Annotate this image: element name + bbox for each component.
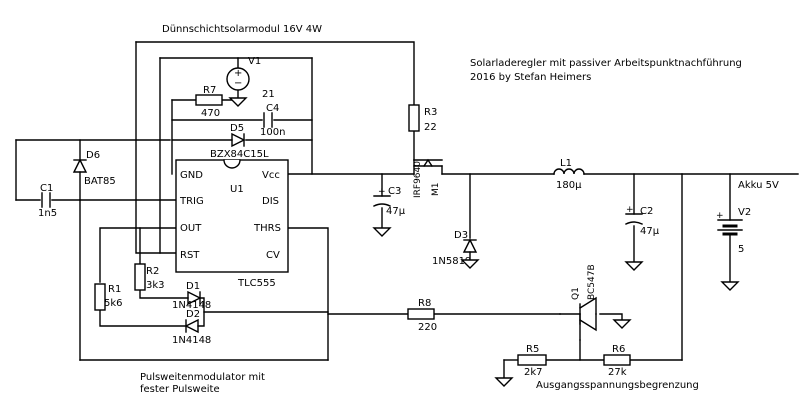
diode-d6: D6 BAT85 [72,150,116,187]
svg-text:+: + [716,211,724,221]
resistor-r1: R1 5k6 [94,283,123,311]
c4-value: 100n [260,127,285,138]
ic-part: TLC555 [237,278,276,289]
c4-ref: C4 [266,103,279,114]
pin-cv: CV [266,250,280,261]
v2-ref: V2 [738,207,751,218]
c2-ref: C2 [640,206,653,217]
d1-value: 1N4148 [172,300,211,311]
d1-ref: D1 [186,281,200,292]
battery-v2: + V2 5 Akku 5V [716,180,779,291]
r8-ref: R8 [418,298,431,309]
c1-ref: C1 [40,183,53,194]
svg-text:+: + [626,205,634,215]
pin-vcc: Vcc [262,170,280,181]
r6-ref: R6 [612,344,625,355]
caption-bottom-1: Pulsweitenmodulator mit [140,372,265,383]
v1-ref: V1 [248,56,261,67]
r5-value: 2k7 [524,367,543,378]
source-v1: + − V1 21 [226,56,275,107]
r3-value: 22 [424,122,437,133]
r1-ref: R1 [108,284,121,295]
svg-text:+: + [378,187,386,197]
r8-value: 220 [418,322,437,333]
caption-output-limit: Ausgangsspannungsbegrenzung [536,380,699,391]
d3-value: 1N5819 [432,256,471,267]
d6-value: BAT85 [84,176,116,187]
inductor-l1: L1 180µ [553,158,585,191]
v2-value: 5 [738,244,744,255]
resistor-r8: R8 220 [407,298,437,333]
pin-thrs: THRS [253,223,281,234]
q1-ref: Q1 [571,287,581,300]
diode-d1: D1 1N4148 [172,281,211,311]
resistor-r5: R5 2k7 [494,344,547,387]
d3-ref: D3 [454,230,468,241]
r2-value: 3k3 [146,280,165,291]
l1-ref: L1 [560,158,572,169]
r1-value: 5k6 [104,298,123,309]
c3-value: 47µ [386,206,406,217]
m1-ref: M1 [431,183,441,197]
r7-ref: R7 [203,85,216,96]
pin-out: OUT [180,223,202,234]
resistor-r6: R6 27k [603,344,631,378]
d2-ref: D2 [186,309,200,320]
capacitor-c3: + C3 47µ [372,186,406,237]
c1-value: 1n5 [38,208,57,219]
wires [15,41,799,379]
r5-ref: R5 [526,344,539,355]
pin-rst: RST [180,250,200,261]
diode-d3: D3 1N5819 [432,230,480,269]
capacitor-c2: + C2 47µ [624,205,660,271]
q1-value: BC547B [587,264,597,300]
title-right-2: 2016 by Stefan Heimers [470,72,591,83]
m1-value: IRF9640 [413,161,423,198]
title-right-1: Solarladeregler mit passiver Arbeitspunk… [470,58,742,69]
capacitor-c1: C1 1n5 [38,183,57,219]
c3-ref: C3 [388,186,401,197]
capacitor-c4: C4 100n [260,103,285,138]
title-top: Dünnschichtsolarmodul 16V 4W [162,24,322,35]
resistor-r3: R3 22 [408,104,437,133]
diode-d5: D5 BZX84C15L [210,123,269,160]
pin-gnd: GND [180,170,203,181]
caption-bottom-2: fester Pulsweite [140,384,220,395]
v1-value: 21 [262,89,275,100]
r6-value: 27k [608,367,627,378]
pin-dis: DIS [262,196,279,207]
resistor-r2: R2 3k3 [134,263,165,291]
d5-ref: D5 [230,123,244,134]
transistor-q1: Q1 BC547B [559,264,632,332]
d5-value: BZX84C15L [210,149,269,160]
r2-ref: R2 [146,266,159,277]
r3-ref: R3 [424,107,437,118]
diode-d2: D2 1N4148 [172,309,211,346]
ic-u1: GND Vcc TRIG DIS OUT THRS RST CV U1 TLC5… [175,159,289,289]
mosfet-m1: IRF9640 M1 [413,158,443,198]
l1-value: 180µ [556,180,582,191]
ic-ref: U1 [230,184,244,195]
c2-value: 47µ [640,226,660,237]
d6-ref: D6 [86,150,100,161]
akku-label: Akku 5V [738,180,779,191]
svg-text:+: + [234,68,242,79]
d2-value: 1N4148 [172,335,211,346]
svg-text:−: − [234,78,242,89]
pin-trig: TRIG [179,196,204,207]
resistor-r7: R7 470 [195,85,223,119]
r7-value: 470 [201,108,220,119]
